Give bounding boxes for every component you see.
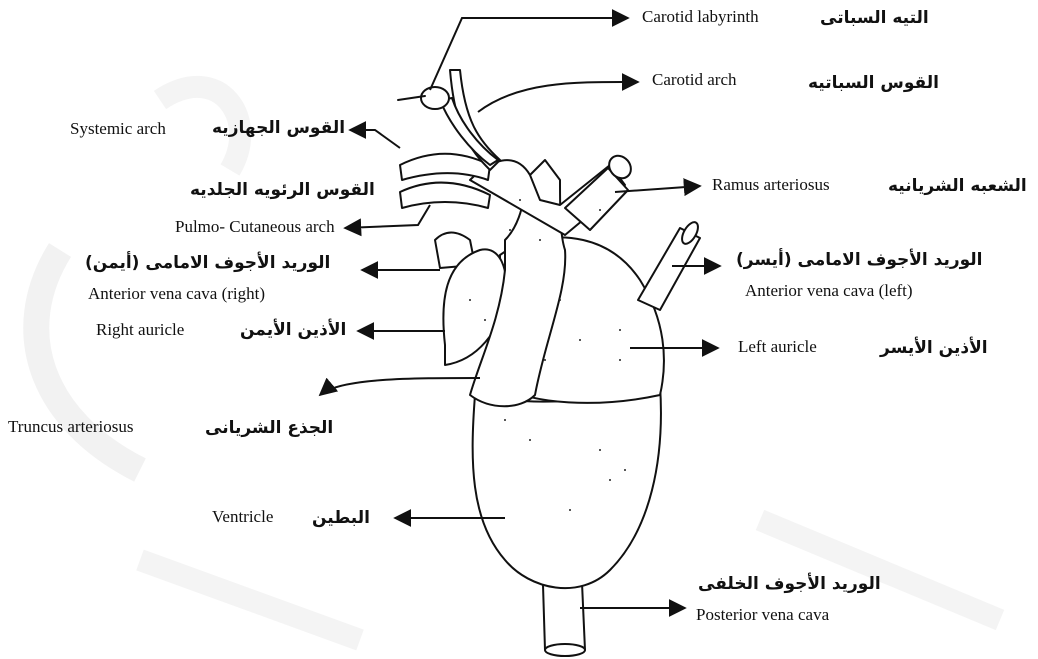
- right-auricle-en: Right auricle: [96, 321, 184, 338]
- anterior-vena-cava-left-ar: الوريد الأجوف الامامى (أيسر): [736, 252, 983, 269]
- carotid-labyrinth-ar: التيه السباتى: [820, 10, 929, 27]
- systemic-arch-ar: القوس الجهازيه: [212, 120, 345, 137]
- posterior-vena-cava-en: Posterior vena cava: [696, 606, 829, 623]
- ramus-arteriosus-ar: الشعبه الشريانيه: [888, 178, 1027, 195]
- carotid-arch-pointer: [478, 82, 638, 112]
- ramus-arteriosus-pointer: [615, 186, 700, 192]
- truncus-arteriosus-en: Truncus arteriosus: [8, 418, 133, 435]
- systemic-arch-pointer: [350, 130, 400, 148]
- carotid-labyrinth-en: Carotid labyrinth: [642, 8, 759, 25]
- posterior-vena-cava-ar: الوريد الأجوف الخلفى: [698, 576, 881, 593]
- left-auricle-ar: الأذين الأيسر: [880, 340, 988, 357]
- truncus-arteriosus-ar: الجذع الشريانى: [205, 420, 333, 437]
- systemic-arch-en: Systemic arch: [70, 120, 166, 137]
- right-auricle-ar: الأذين الأيمن: [240, 322, 346, 339]
- anterior-vena-cava-right-en: Anterior vena cava (right): [88, 285, 265, 302]
- anterior-vena-cava-left-en: Anterior vena cava (left): [745, 282, 913, 299]
- truncus-arteriosus-pointer: [320, 378, 480, 395]
- anterior-vena-cava-right-ar: الوريد الأجوف الامامى (أيمن): [85, 255, 330, 272]
- ramus-arteriosus-en: Ramus arteriosus: [712, 176, 830, 193]
- pulmo-cutaneous-arch-ar: القوس الرئويه الجلديه: [190, 182, 375, 199]
- pulmo-cutaneous-arch-en: Pulmo- Cutaneous arch: [175, 218, 335, 235]
- carotid-arch-ar: القوس السباتيه: [808, 75, 939, 92]
- ventricle-en: Ventricle: [212, 508, 273, 525]
- ventricle-ar: البطين: [312, 510, 370, 527]
- pulmo-cutaneous-arch-pointer: [345, 205, 430, 228]
- carotid-labyrinth-pointer: [430, 18, 628, 90]
- carotid-arch-en: Carotid arch: [652, 71, 737, 88]
- left-auricle-en: Left auricle: [738, 338, 817, 355]
